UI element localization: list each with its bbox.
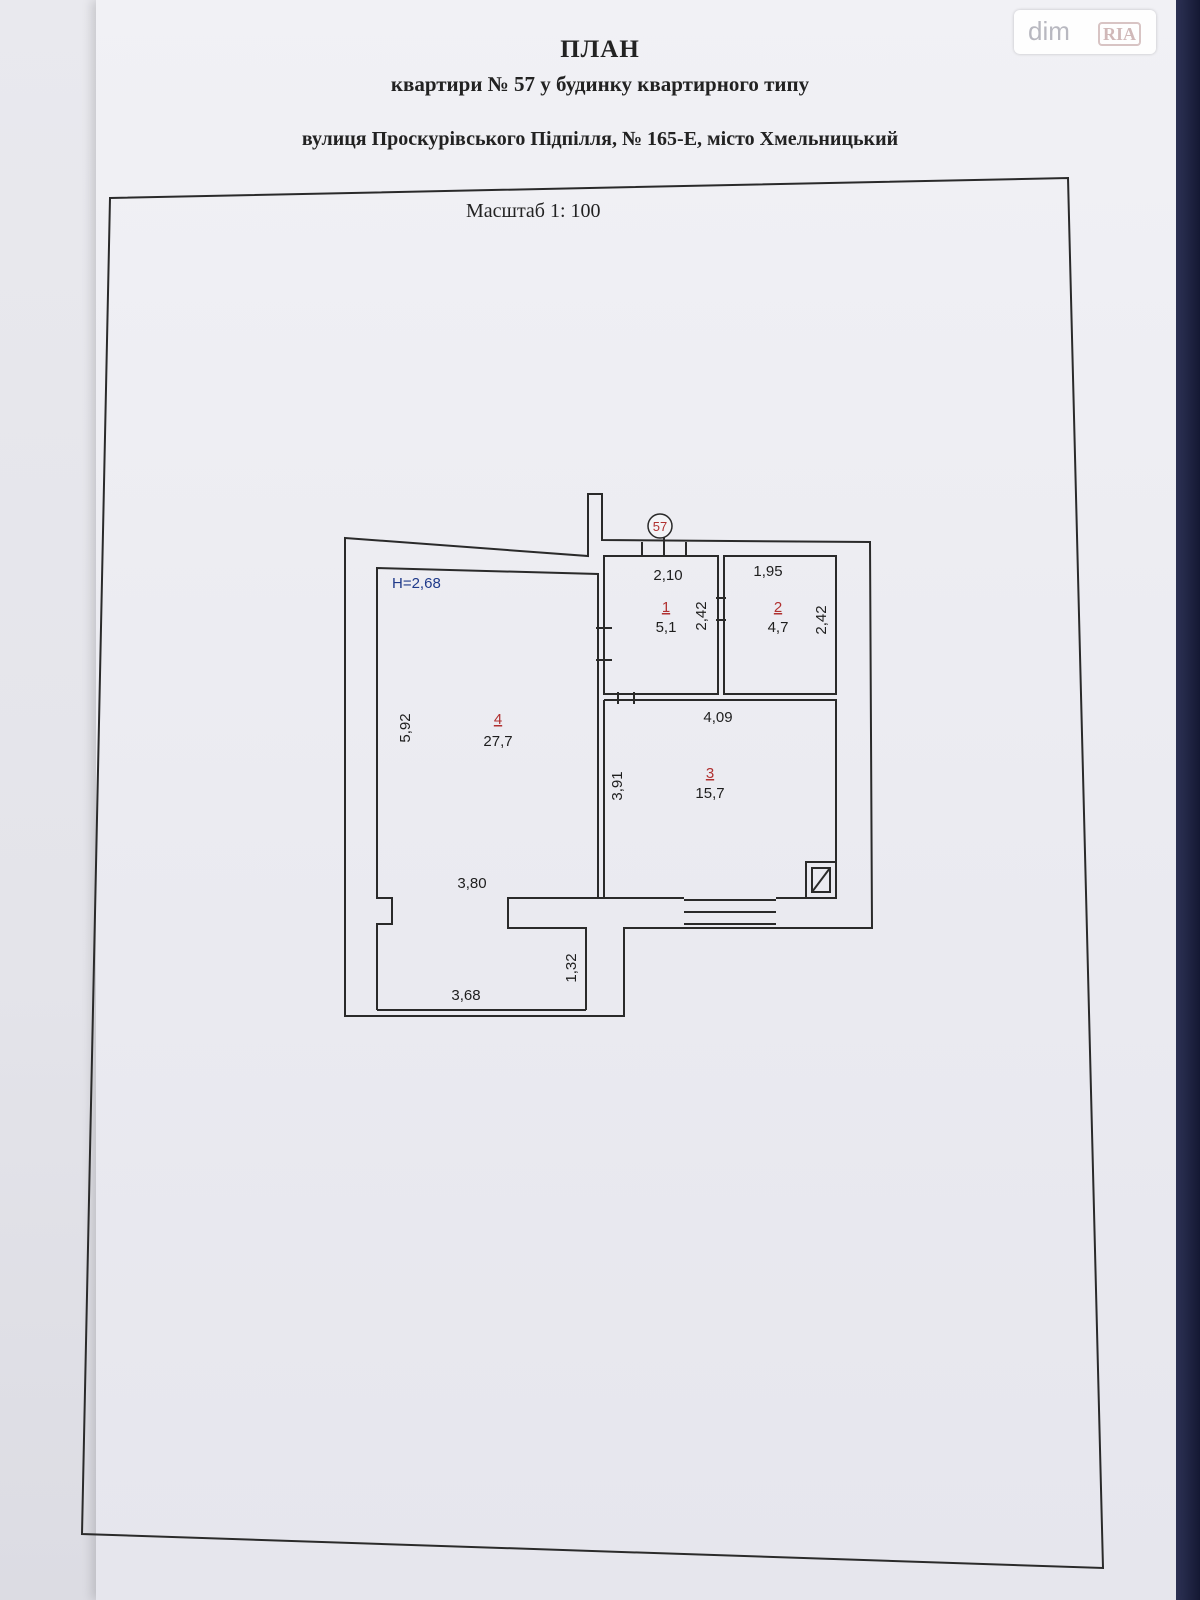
room4-width-dim: 3,80 [457, 875, 486, 892]
ventilation-shaft [805, 861, 837, 899]
walls [344, 493, 874, 1017]
watermark-badge: dim RIA [1014, 10, 1156, 54]
document-page [96, 0, 1176, 1600]
room2-width-dim: 1,95 [753, 563, 782, 580]
room1-height-dim: 2,42 [693, 601, 710, 630]
room3-number: 3 [706, 765, 714, 782]
watermark-ria-logo: RIA [1098, 22, 1142, 46]
room4-number: 4 [494, 711, 502, 728]
apartment-number: 57 [653, 519, 667, 534]
room1-width-dim: 2,10 [653, 567, 682, 584]
ceiling-height-label: H=2,68 [392, 575, 441, 592]
room2-walls [723, 555, 837, 695]
room4-inner-wall [376, 566, 599, 1010]
balcony-width-dim: 3,68 [451, 987, 480, 1004]
kitchen-partition [507, 897, 684, 1010]
plan-title: ПЛАН [560, 36, 640, 63]
balcony-depth-dim: 1,32 [563, 953, 580, 982]
room2-height-dim: 2,42 [813, 605, 830, 634]
plan-subtitle: квартири № 57 у будинку квартирного типу [390, 72, 810, 96]
outer-wall [344, 493, 874, 1017]
apartment-number-marker [647, 513, 673, 539]
ventilation-diagonal [811, 867, 831, 893]
room3-width-dim: 4,09 [703, 709, 732, 726]
room3-height-dim: 3,91 [609, 771, 626, 800]
room1-area: 5,1 [656, 619, 677, 636]
room2-number: 2 [774, 599, 782, 616]
ventilation-shaft-inner [811, 867, 831, 893]
room2-area: 4,7 [768, 619, 789, 636]
room1-walls [603, 555, 719, 695]
room3-area: 15,7 [695, 785, 724, 802]
room4-height-dim: 5,92 [397, 713, 414, 742]
room4-area: 27,7 [483, 733, 512, 750]
watermark-dim-text: dim [1028, 16, 1070, 46]
scale-label: Масштаб 1: 100 [466, 200, 601, 222]
room1-number: 1 [662, 599, 670, 616]
plan-address: вулиця Проскурівського Підпілля, № 165-Е… [301, 128, 899, 150]
